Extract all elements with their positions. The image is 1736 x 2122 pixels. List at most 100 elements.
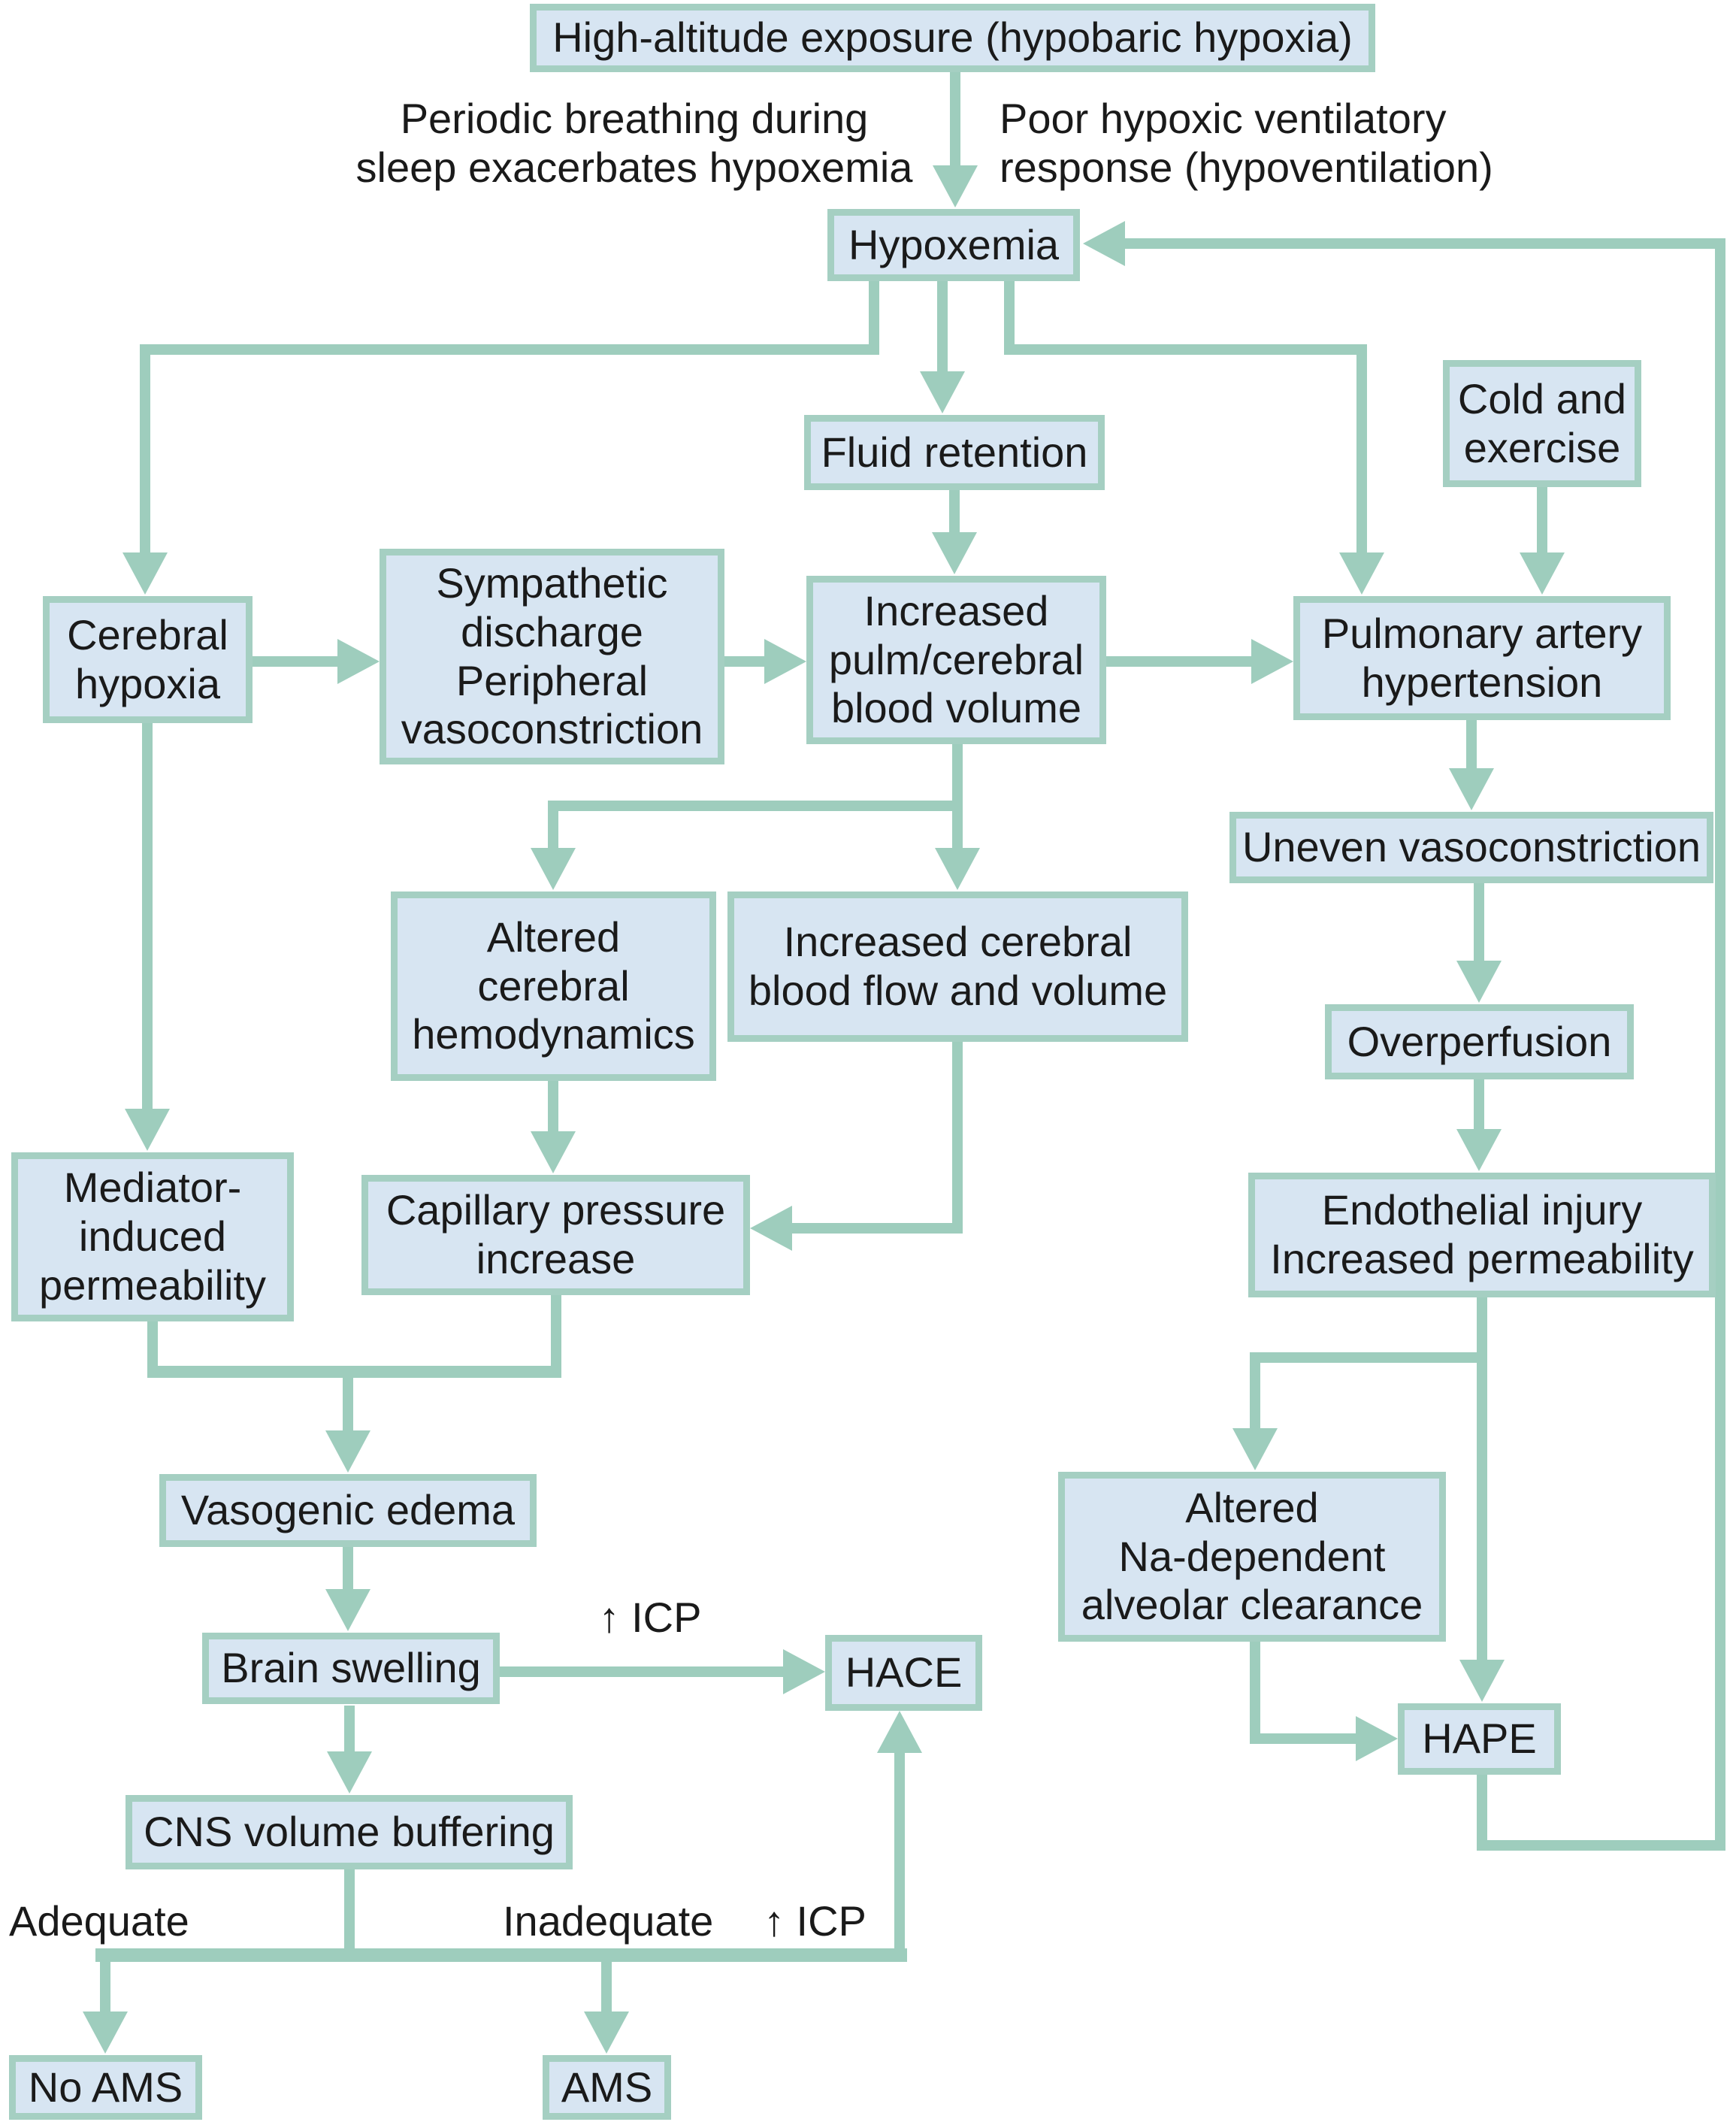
edge-brain-to-hace	[500, 1666, 785, 1677]
node-hape: HAPE	[1398, 1703, 1561, 1775]
node-high-altitude-exposure: High-altitude exposure (hypobaric hypoxi…	[530, 4, 1375, 72]
node-mediator-induced-permeability: Mediator- induced permeability	[11, 1152, 294, 1321]
node-label: Cold and exercise	[1457, 374, 1627, 471]
node-label: Hypoxemia	[848, 220, 1060, 268]
node-hace: HACE	[825, 1635, 982, 1711]
edge-increased-pulm-down	[952, 744, 963, 849]
edge-cns-down	[344, 1869, 355, 1950]
node-label: HAPE	[1422, 1715, 1537, 1763]
edge-cbf-to-capillary	[792, 1223, 954, 1234]
node-label: Vasogenic edema	[180, 1486, 516, 1534]
arrowhead-into-endothelial	[1456, 1129, 1502, 1171]
edge-merge-bar	[147, 1366, 561, 1378]
edge-drop-ams	[601, 1962, 612, 2013]
arrowhead-into-hace-bottom	[877, 1711, 922, 1753]
edge-endothelial-to-hape	[1477, 1297, 1487, 1661]
edge-to-pulm-artery	[1356, 344, 1367, 554]
node-endothelial-injury: Endothelial injury Increased permeabilit…	[1248, 1173, 1716, 1297]
arrowhead-into-altered-na	[1232, 1428, 1278, 1470]
node-label: High-altitude exposure (hypobaric hypoxi…	[552, 14, 1353, 62]
edge-sympathetic-to-increased-pulm	[724, 656, 766, 667]
edge-cold-to-pulm-artery	[1537, 487, 1547, 554]
node-cold-and-exercise: Cold and exercise	[1443, 360, 1641, 487]
node-label: CNS volume buffering	[144, 1808, 555, 1856]
edge-cerebral-to-mediator	[142, 723, 153, 1109]
edge-altered-na-down	[1250, 1642, 1260, 1744]
arrowhead-into-hypoxemia	[933, 165, 978, 207]
node-capillary-pressure-increase: Capillary pressure increase	[361, 1175, 750, 1295]
edge-hypoxemia-branch-left	[140, 344, 879, 355]
node-fluid-retention: Fluid retention	[804, 415, 1105, 490]
node-label: Increased pulm/cerebral blood volume	[828, 586, 1084, 732]
arrowhead-into-hape-top	[1459, 1660, 1505, 1702]
node-increased-pulm-cerebral-volume: Increased pulm/cerebral blood volume	[806, 576, 1106, 744]
arrowhead-into-uneven	[1449, 768, 1494, 810]
node-altered-na-clearance: Altered Na-dependent alveolar clearance	[1058, 1472, 1446, 1642]
node-pulmonary-artery-hypertension: Pulmonary artery hypertension	[1293, 596, 1671, 720]
edge-uneven-to-overperfusion	[1474, 883, 1484, 962]
node-label: Mediator- induced permeability	[39, 1164, 266, 1309]
edge-altered-na-to-hape	[1250, 1733, 1356, 1744]
annotation-periodic-breathing: Periodic breathing during sleep exacerba…	[355, 95, 913, 191]
edge-up-to-hace	[894, 1751, 905, 1948]
node-cns-volume-buffering: CNS volume buffering	[126, 1795, 573, 1869]
edge-hape-down	[1477, 1775, 1487, 1846]
node-label: Sympathetic discharge Peripheral vasocon…	[401, 559, 703, 753]
edge-increased-pulm-branch	[548, 801, 963, 811]
node-label: Uneven vasoconstriction	[1242, 823, 1701, 871]
annotation-poor-hvr: Poor hypoxic ventilatory response (hypov…	[1000, 95, 1493, 191]
node-label: Pulmonary artery hypertension	[1321, 609, 1643, 706]
edge-to-cerebral-hypoxia	[140, 344, 150, 554]
edge-altered-cerebral-to-capillary	[548, 1081, 558, 1133]
arrowhead-into-pulm-artery-side	[1251, 639, 1293, 684]
annotation-adequate: Adequate	[9, 1897, 189, 1945]
edge-brain-to-cns	[344, 1706, 355, 1754]
node-vasogenic-edema: Vasogenic edema	[159, 1474, 537, 1547]
node-increased-cerebral-blood-flow: Increased cerebral blood flow and volume	[727, 891, 1188, 1042]
node-label: Altered Na-dependent alveolar clearance	[1081, 1483, 1423, 1629]
edge-mediator-down	[147, 1321, 158, 1371]
arrowhead-into-overperfusion	[1456, 961, 1502, 1003]
arrowhead-into-increased-cbf	[935, 848, 980, 890]
arrowhead-into-fluid-retention	[920, 371, 965, 413]
node-label: Capillary pressure increase	[386, 1186, 726, 1282]
arrowhead-into-pulm-artery-left	[1339, 552, 1384, 595]
edge-overperfusion-to-endothelial	[1474, 1079, 1484, 1132]
node-label: AMS	[561, 2063, 653, 2111]
arrowhead-into-mediator	[125, 1109, 170, 1151]
node-label: Brain swelling	[221, 1644, 481, 1692]
node-label: Overperfusion	[1347, 1017, 1612, 1065]
node-altered-cerebral-hemodynamics: Altered cerebral hemodynamics	[391, 891, 716, 1081]
edge-split-bar	[95, 1948, 907, 1962]
node-label: No AMS	[28, 2063, 183, 2111]
edge-vasogenic-to-brain	[343, 1547, 353, 1592]
edge-title-to-hypoxemia	[950, 72, 960, 168]
arrowhead-into-no-ams	[83, 2012, 128, 2054]
annotation-icp-hace: ↑ ICP	[598, 1594, 702, 1641]
node-brain-swelling: Brain swelling	[202, 1633, 500, 1704]
node-label: Fluid retention	[821, 428, 1088, 476]
edge-feedback-right	[1715, 238, 1725, 1851]
arrowhead-into-pulm-artery-right	[1520, 552, 1565, 595]
edge-fluid-to-increased-pulm	[949, 490, 960, 534]
arrowhead-into-brain-swelling	[325, 1589, 370, 1631]
arrowhead-into-altered-cerebral	[531, 848, 576, 890]
node-sympathetic-discharge: Sympathetic discharge Peripheral vasocon…	[380, 549, 724, 764]
node-ams: AMS	[543, 2055, 671, 2120]
edge-merge-drop	[343, 1378, 353, 1433]
node-label: Increased cerebral blood flow and volume	[748, 918, 1168, 1014]
arrowhead-into-cns	[327, 1751, 372, 1794]
arrowhead-into-ams	[584, 2012, 629, 2054]
node-label: Altered cerebral hemodynamics	[412, 913, 695, 1058]
node-hypoxemia: Hypoxemia	[827, 209, 1080, 281]
edge-feedback-top	[1125, 238, 1725, 249]
edge-hypoxemia-stub-right	[1004, 281, 1015, 355]
node-overperfusion: Overperfusion	[1325, 1004, 1634, 1079]
node-no-ams: No AMS	[9, 2055, 202, 2120]
arrowhead-into-cerebral-hypoxia	[122, 552, 168, 595]
edge-endothelial-branch-v	[1250, 1352, 1260, 1430]
arrowhead-into-increased-pulm	[932, 532, 977, 574]
edge-feedback-bottom	[1477, 1840, 1725, 1851]
node-label: HACE	[845, 1648, 963, 1697]
edge-endothelial-branch-h	[1250, 1352, 1477, 1363]
